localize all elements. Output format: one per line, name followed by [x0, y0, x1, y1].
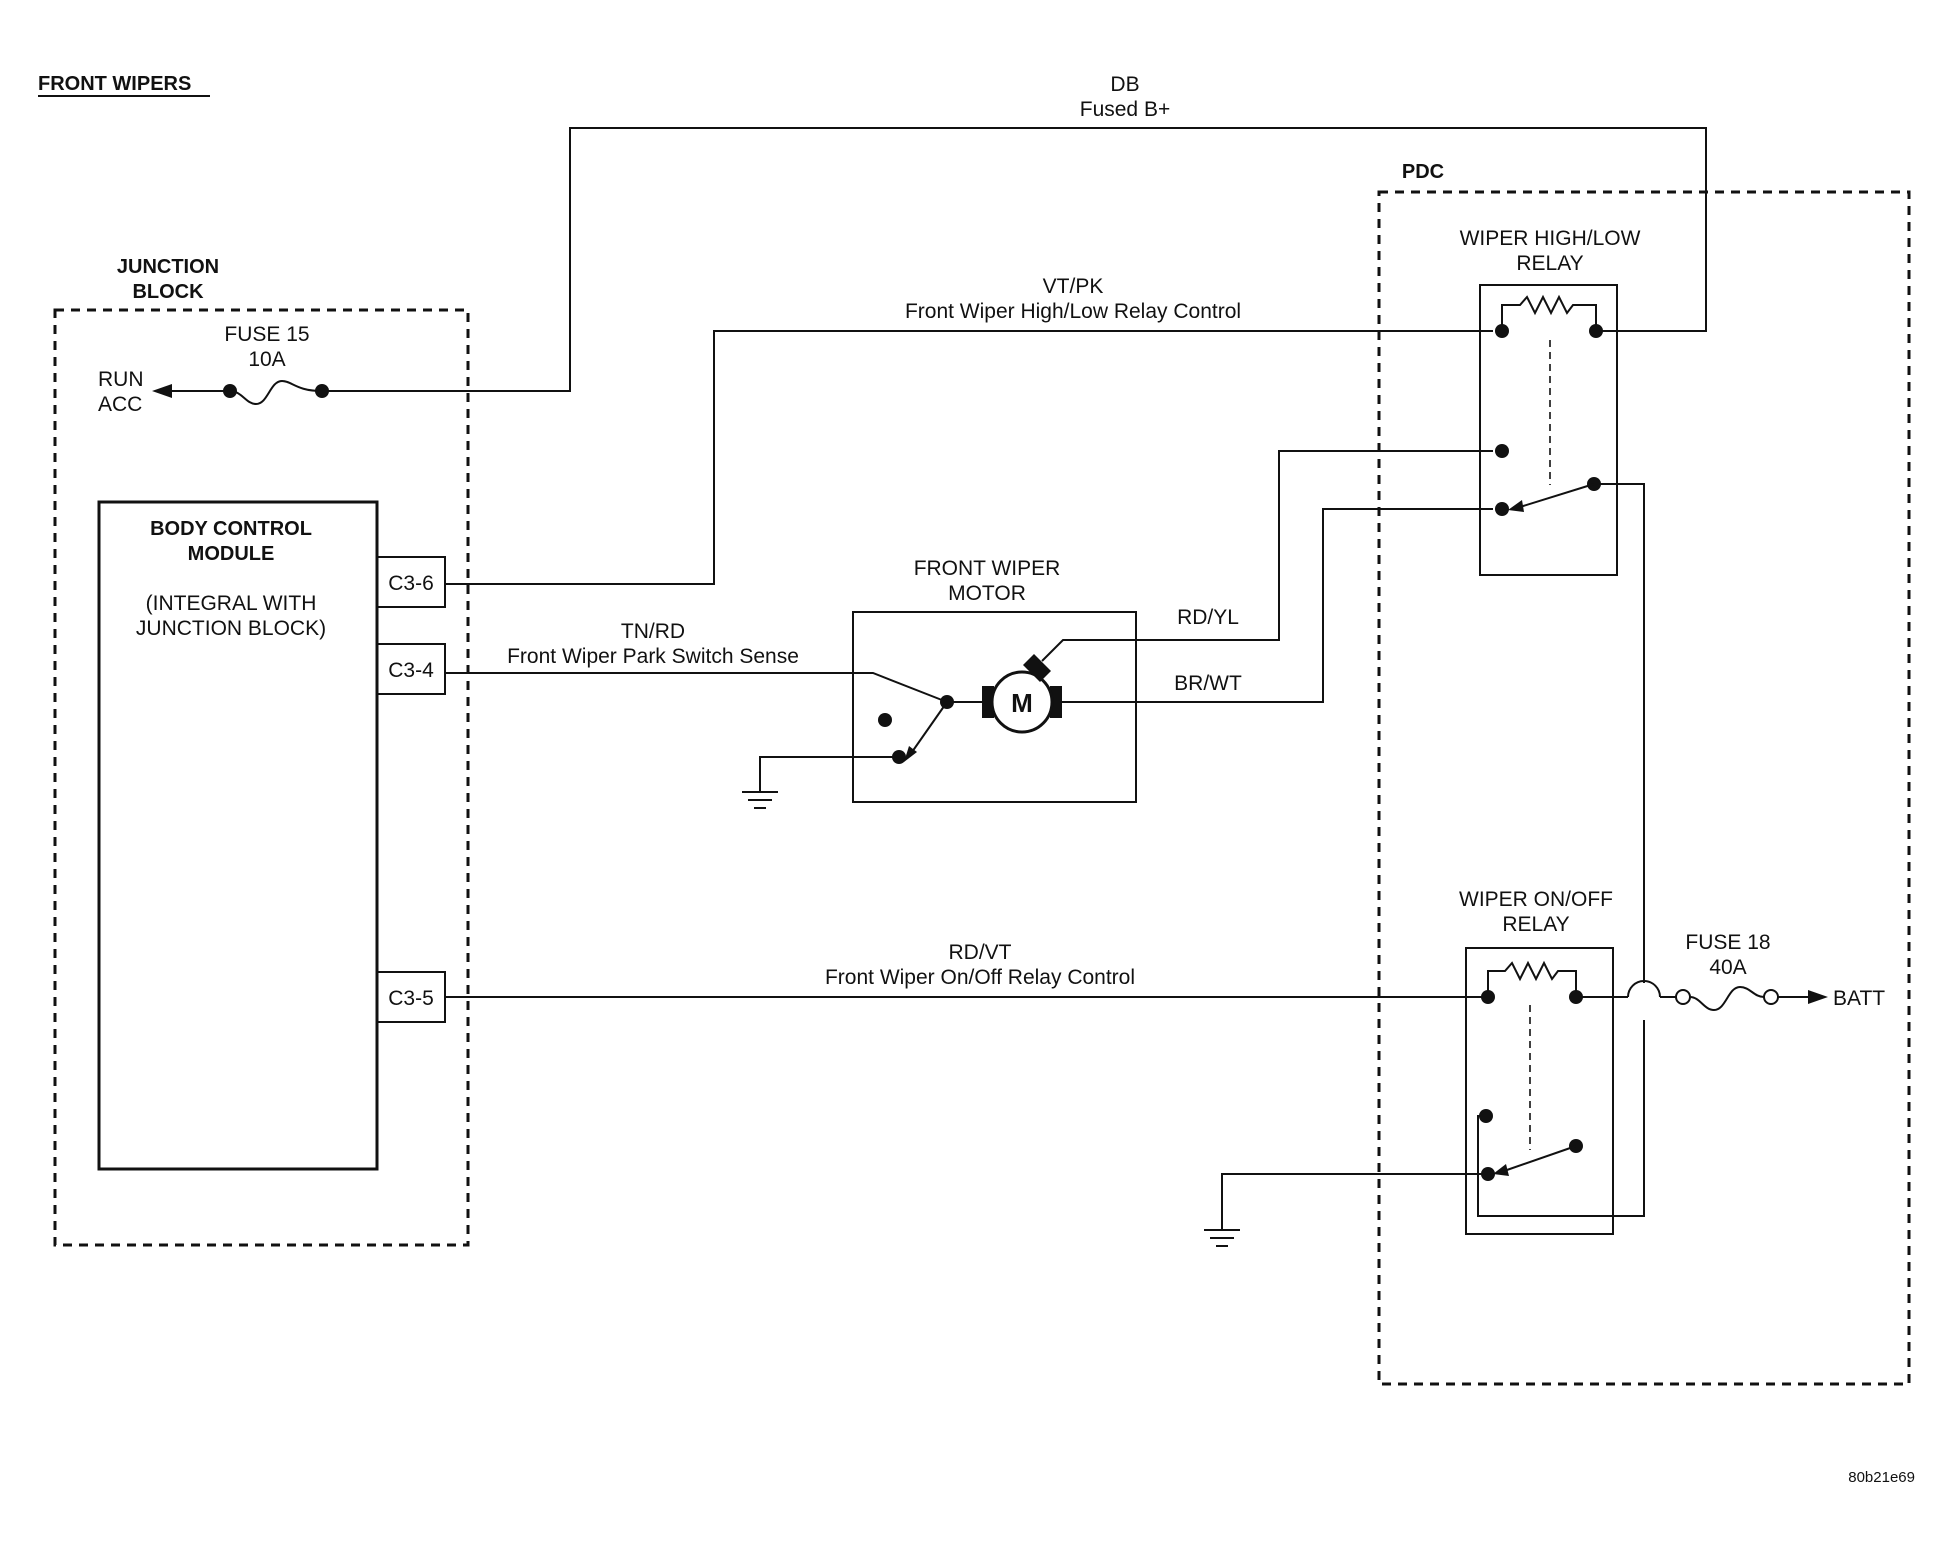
vt-pk-wire [445, 330, 1493, 585]
hl-relay-box [1479, 284, 1618, 576]
hl-to-onoff-wire [1594, 483, 1645, 983]
pdc-label: PDC [1402, 161, 1444, 183]
pin-c3-5-label: C3-5 [388, 987, 434, 1010]
hl-relay-blade [1519, 483, 1595, 508]
hl-relay-label-1: WIPER HIGH/LOW [1460, 227, 1641, 250]
batt-label: BATT [1833, 987, 1885, 1010]
motor-symbol-circle [990, 670, 1054, 734]
fuse18-terminal-right [1763, 989, 1779, 1005]
relay-ground-icon [1204, 1229, 1240, 1247]
fused-b-plus-label: Fused B+ [1080, 98, 1170, 121]
db-fused-b-wire [322, 127, 1707, 392]
fuse15-name: FUSE 15 [224, 323, 309, 346]
motor-high-speed-brush [1023, 654, 1051, 682]
db-wire-color-label: DB [1110, 73, 1139, 96]
rd-yl-wire [1136, 450, 1493, 641]
onoff-relay-label-1: WIPER ON/OFF [1459, 888, 1613, 911]
hl-relay-label-2: RELAY [1516, 252, 1583, 275]
rd-vt-desc-label: Front Wiper On/Off Relay Control [825, 966, 1135, 989]
fuse18-symbol [1689, 985, 1765, 1012]
park-switch-blade [911, 701, 948, 753]
motor-label-1: FRONT WIPER [914, 557, 1061, 580]
bcm-note-2: JUNCTION BLOCK) [136, 617, 326, 640]
fuse15-symbol [229, 379, 323, 406]
onoff-relay-label-2: RELAY [1502, 913, 1569, 936]
pin-c3-6-box [376, 556, 446, 608]
onoff-relay-blade [1503, 1145, 1577, 1172]
front-wiper-motor-box [852, 611, 1137, 803]
hl-relay-coil-terminal-2 [1589, 324, 1603, 338]
acc-label: ACC [98, 393, 142, 416]
motor-label-2: MOTOR [948, 582, 1026, 605]
junction-block-boundary [53, 308, 470, 1247]
tn-rd-wire [445, 672, 948, 703]
motor-brush-left [982, 686, 994, 718]
pin-c3-4-label: C3-4 [388, 659, 434, 682]
motor-brush-right [1050, 686, 1062, 718]
bcm-label-1: BODY CONTROL [150, 518, 312, 540]
park-switch-contact-upper [878, 713, 892, 727]
rd-yl-color-label: RD/YL [1177, 606, 1239, 629]
fuse15-terminal-right [315, 384, 329, 398]
vt-pk-color-label: VT/PK [1043, 275, 1104, 298]
rd-yl-motor-lead [1041, 639, 1136, 662]
br-wt-color-label: BR/WT [1174, 672, 1242, 695]
fuse18-rating: 40A [1709, 956, 1746, 979]
park-switch-ground-wire [759, 756, 899, 792]
run-acc-arrow [152, 384, 172, 398]
run-label: RUN [98, 368, 144, 391]
pin-c3-6-label: C3-6 [388, 572, 434, 595]
hl-relay-contact-high [1495, 444, 1509, 458]
pdc-boundary [1377, 190, 1911, 1386]
rd-vt-color-label: RD/VT [949, 941, 1012, 964]
motor-ground-icon [742, 791, 778, 809]
hl-relay-coil-terminal-1 [1495, 324, 1509, 338]
park-switch-arrow [904, 746, 917, 762]
wire-hop-over [1627, 980, 1661, 998]
tn-rd-desc-label: Front Wiper Park Switch Sense [507, 645, 799, 668]
fuse15-rating: 10A [248, 348, 285, 371]
vt-pk-desc-label: Front Wiper High/Low Relay Control [905, 300, 1241, 323]
diagram-title: FRONT WIPERS [38, 73, 191, 95]
onoff-ground-wire [1221, 1173, 1488, 1230]
fuse18-name: FUSE 18 [1685, 931, 1770, 954]
onoff-relay-box [1465, 947, 1614, 1235]
bcm-label-2: MODULE [188, 543, 275, 565]
fuse18-terminal-left [1675, 989, 1691, 1005]
hl-relay-contact-low [1495, 502, 1509, 516]
batt-arrow [1808, 990, 1828, 1004]
onoff-relay-blade-arrow [1493, 1164, 1509, 1176]
reference-code: 80b21e69 [1848, 1469, 1915, 1486]
motor-symbol-letter: M [1011, 688, 1033, 718]
junction-block-label-1: JUNCTION [117, 256, 219, 278]
onoff-relay-nc-jumper [1477, 1115, 1486, 1217]
junction-block-label-2: BLOCK [132, 281, 204, 303]
pin-c3-4-box [376, 643, 446, 695]
body-control-module-box [97, 500, 379, 1171]
hl-relay-coil [1501, 294, 1597, 331]
hl-relay-blade-arrow [1508, 500, 1524, 512]
bcm-note-1: (INTEGRAL WITH [146, 592, 317, 615]
onoff-common-lead [1480, 1020, 1645, 1217]
br-wt-wire [1136, 508, 1493, 703]
tn-rd-color-label: TN/RD [621, 620, 685, 643]
onoff-relay-coil [1487, 960, 1577, 997]
